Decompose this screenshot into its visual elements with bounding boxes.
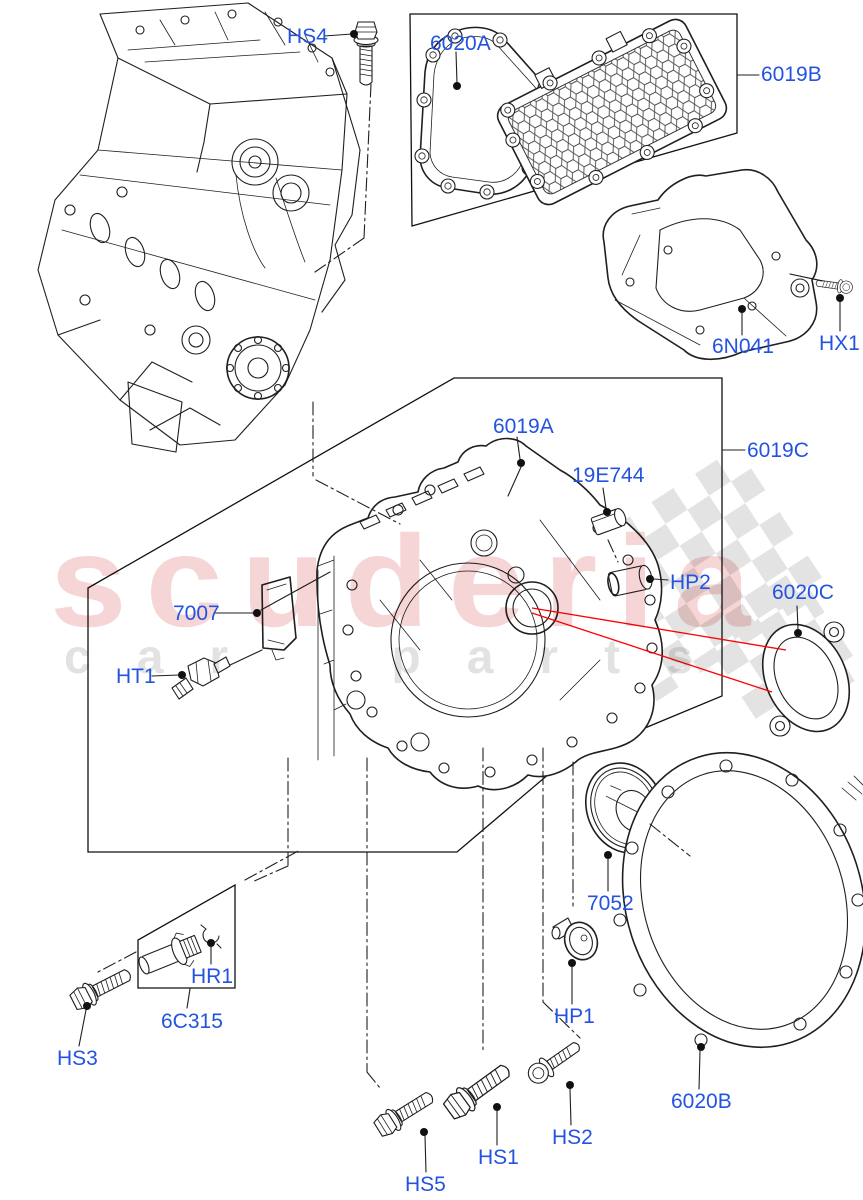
plug-hp2-drawing bbox=[607, 564, 653, 597]
bolt-hs1-drawing bbox=[440, 1057, 517, 1124]
timing-cover-drawing bbox=[316, 437, 664, 791]
assembly-axis-lines bbox=[97, 83, 691, 1089]
part-label-19e744[interactable]: 19E744 bbox=[572, 464, 645, 487]
part-label-6019c[interactable]: 6019C bbox=[747, 439, 809, 462]
part-label-6c315[interactable]: 6C315 bbox=[161, 1010, 223, 1033]
part-label-hx1[interactable]: HX1 bbox=[819, 332, 860, 355]
gasket-6020c-drawing bbox=[761, 621, 851, 737]
part-label-6020a[interactable]: 6020A bbox=[430, 32, 491, 55]
part-label-ht1[interactable]: HT1 bbox=[116, 665, 156, 688]
bolt-hs2-drawing bbox=[523, 1035, 586, 1089]
part-label-6020c[interactable]: 6020C bbox=[772, 581, 834, 604]
bolt-hs4-drawing bbox=[353, 21, 379, 86]
bolt-hs3-drawing bbox=[67, 962, 136, 1014]
part-label-7007[interactable]: 7007 bbox=[173, 602, 220, 625]
part-label-hs4[interactable]: HS4 bbox=[287, 25, 328, 48]
plug-hp1-drawing bbox=[551, 917, 599, 961]
plate-7007-drawing bbox=[227, 571, 331, 667]
part-label-hr1[interactable]: HR1 bbox=[191, 965, 234, 988]
sensor-6c315-drawing bbox=[138, 932, 202, 975]
engine-assembly-drawing bbox=[37, 2, 361, 453]
cover-6019b-drawing bbox=[496, 18, 728, 206]
sensor-6c315-box bbox=[137, 883, 236, 989]
top-right-parts-box bbox=[409, 13, 738, 227]
bolt-hx1-drawing bbox=[814, 275, 854, 296]
part-label-6n041[interactable]: 6N041 bbox=[712, 335, 774, 358]
part-label-hp1[interactable]: HP1 bbox=[554, 1005, 595, 1028]
bolt-hs5-drawing bbox=[371, 1085, 439, 1141]
shield-6n041-drawing bbox=[602, 168, 825, 361]
part-label-6019a[interactable]: 6019A bbox=[493, 415, 554, 438]
part-label-hs5[interactable]: HS5 bbox=[405, 1173, 446, 1196]
gasket-6020b-drawing bbox=[613, 751, 863, 1049]
dowel-19e744-drawing bbox=[590, 508, 627, 536]
part-label-6020b[interactable]: 6020B bbox=[671, 1090, 732, 1113]
part-label-7052[interactable]: 7052 bbox=[587, 892, 634, 915]
part-label-6019b[interactable]: 6019B bbox=[761, 63, 822, 86]
leader-lines bbox=[78, 30, 844, 1173]
part-label-hp2[interactable]: HP2 bbox=[670, 571, 711, 594]
part-label-hs1[interactable]: HS1 bbox=[478, 1146, 519, 1169]
part-label-hs3[interactable]: HS3 bbox=[57, 1047, 98, 1070]
sensor-ht1-drawing bbox=[171, 656, 231, 700]
red-callout-lines bbox=[531, 607, 787, 693]
part-label-hs2[interactable]: HS2 bbox=[552, 1126, 593, 1149]
